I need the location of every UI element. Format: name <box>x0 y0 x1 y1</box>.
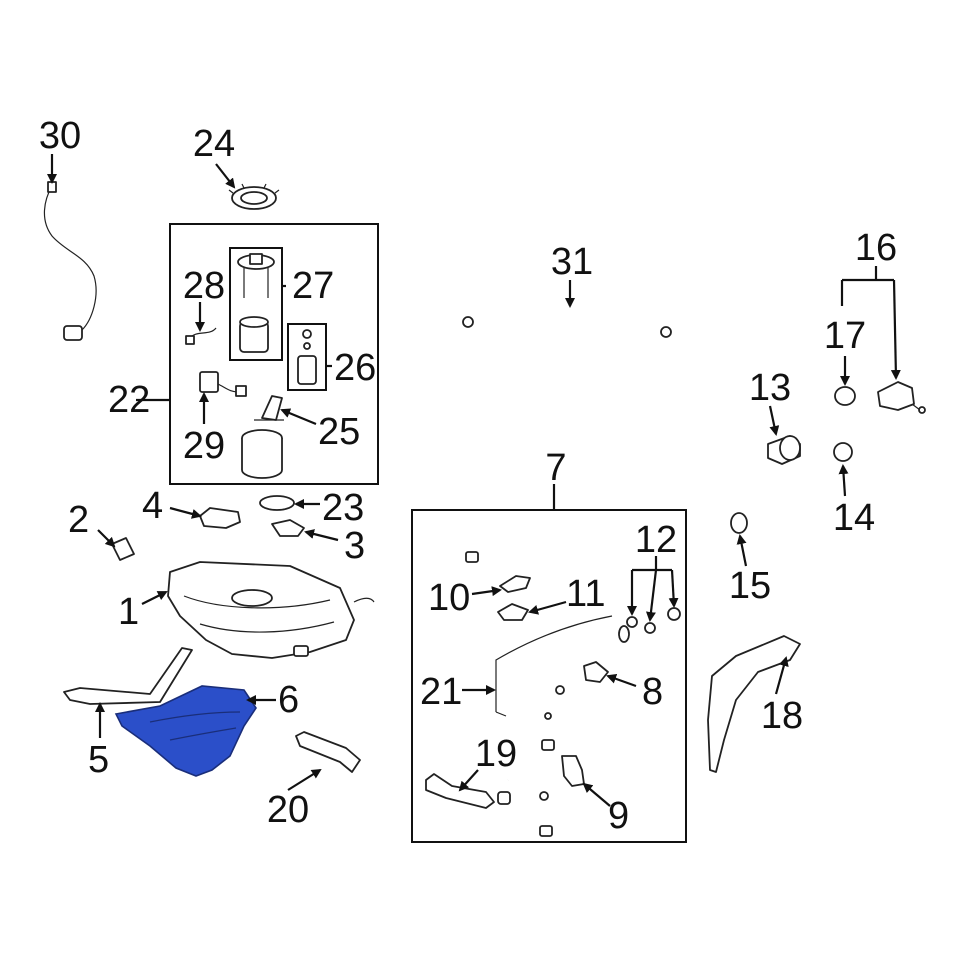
part-17-seal <box>834 386 856 406</box>
callout-29: 29 <box>183 425 225 467</box>
callout-4: 4 <box>142 485 163 527</box>
part-9-protector <box>561 755 585 787</box>
part-25-bracket <box>254 395 284 421</box>
part-20-hose <box>295 731 361 773</box>
part-10-bracket <box>465 551 531 593</box>
part-27-pump-module <box>237 253 275 353</box>
part-26-filter <box>297 329 317 385</box>
part-6-heat-shield <box>114 685 257 777</box>
callout-17: 17 <box>824 315 866 357</box>
filter-sub-box <box>287 323 327 391</box>
part-1-fuel-tank <box>167 561 375 659</box>
part-29-sensor <box>199 371 247 397</box>
callout-20: 20 <box>267 789 309 831</box>
callout-23: 23 <box>322 487 364 529</box>
callout-10: 10 <box>428 577 470 619</box>
part-11-bracket <box>497 603 529 621</box>
heat-shield-ribs <box>149 711 241 741</box>
callout-8: 8 <box>642 671 663 713</box>
callout-3: 3 <box>344 525 365 567</box>
callout-24: 24 <box>193 123 235 165</box>
leader-lines <box>47 154 901 807</box>
part-16-fuel-door <box>877 381 926 414</box>
callout-2: 2 <box>68 499 89 541</box>
callout-14: 14 <box>833 497 875 539</box>
callout-15: 15 <box>729 565 771 607</box>
part-30-wire-harness <box>43 181 97 341</box>
callout-labels: 30 24 27 28 26 22 29 25 23 4 3 2 1 5 6 2… <box>39 115 897 837</box>
part-23-gasket <box>259 495 295 511</box>
callout-26: 26 <box>334 347 376 389</box>
callout-22: 22 <box>108 379 150 421</box>
callout-9: 9 <box>608 795 629 837</box>
callout-18: 18 <box>761 695 803 737</box>
callout-13: 13 <box>749 367 791 409</box>
part-24-lock-ring <box>228 183 280 210</box>
part-filler-pipe <box>506 625 630 781</box>
pump-module-sub-box <box>229 247 283 361</box>
part-pump-canister <box>241 429 283 479</box>
part-12-clamps <box>626 607 681 634</box>
part-31-vent-tube <box>462 308 672 338</box>
filler-pipe-group-box <box>411 509 687 843</box>
callout-30: 30 <box>39 115 81 157</box>
callout-28: 28 <box>183 265 225 307</box>
callout-12: 12 <box>635 519 677 561</box>
callout-1: 1 <box>118 591 139 633</box>
callout-5: 5 <box>88 739 109 781</box>
callout-16: 16 <box>855 227 897 269</box>
callout-27: 27 <box>292 265 334 307</box>
callout-19: 19 <box>475 733 517 775</box>
part-28-connector <box>185 327 217 345</box>
part-3-bracket <box>271 519 305 537</box>
part-19-filler-hose <box>425 773 511 809</box>
part-15-gasket <box>730 512 748 534</box>
part-13-fuel-cap <box>767 435 801 465</box>
callout-6: 6 <box>278 679 299 721</box>
fuel-pump-group-box <box>169 223 379 485</box>
small-fasteners <box>539 685 565 837</box>
part-8-fuel-inlet <box>583 661 609 683</box>
callout-11: 11 <box>566 573 605 615</box>
part-4-pad <box>199 507 241 529</box>
callout-25: 25 <box>318 411 360 453</box>
part-2-clip <box>111 537 135 561</box>
part-21-breather-tube <box>495 615 613 717</box>
callout-21: 21 <box>420 671 462 713</box>
callout-31: 31 <box>551 241 593 283</box>
callout-7: 7 <box>545 447 566 489</box>
part-14-o-ring <box>833 442 853 462</box>
part-18-splash-shield <box>707 635 801 773</box>
part-5-tank-strap <box>63 647 193 705</box>
